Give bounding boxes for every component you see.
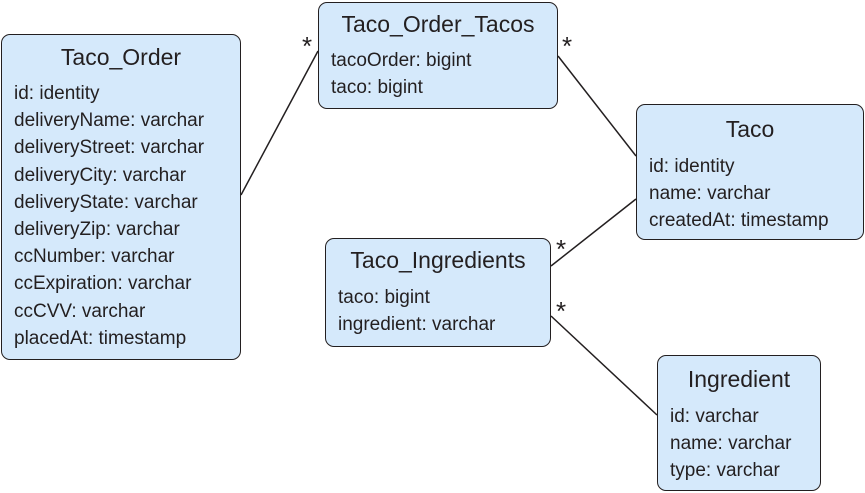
field: ingredient: varchar	[338, 314, 496, 336]
entity-taco-ingredients: Taco_Ingredients taco: bigint ingredient…	[325, 238, 551, 347]
field: deliveryZip: varchar	[14, 219, 180, 241]
field: taco: bigint	[338, 287, 430, 308]
field-list: id: identity deliveryName: varchar deliv…	[14, 80, 240, 352]
relation-line-ingredients-to-ingredient	[550, 315, 658, 416]
field: tacoOrder: bigint	[331, 50, 472, 71]
entity-taco: Taco id: identity name: varchar createdA…	[636, 104, 864, 240]
field: ccNumber: varchar	[14, 246, 175, 268]
field: ccExpiration: varchar	[14, 273, 192, 295]
field: id: varchar	[670, 406, 759, 427]
entity-ingredient: Ingredient id: varchar name: varchar typ…	[657, 355, 821, 491]
field: type: varchar	[670, 460, 780, 482]
field: deliveryState: varchar	[14, 191, 198, 213]
field: placedAt: timestamp	[14, 327, 187, 349]
multiplicity-marker: *	[561, 31, 573, 61]
multiplicity-marker: *	[555, 234, 567, 264]
relation-line-order-tacos-to-taco	[557, 55, 637, 157]
multiplicity-marker: *	[301, 31, 313, 61]
field: deliveryStreet: varchar	[14, 137, 205, 159]
multiplicity-marker: *	[555, 296, 567, 326]
field: id: identity	[649, 156, 735, 177]
field-list: tacoOrder: bigint taco: bigint	[331, 47, 557, 101]
field: deliveryName: varchar	[14, 110, 205, 132]
field: name: varchar	[649, 183, 771, 205]
field-list: id: varchar name: varchar type: varchar	[670, 403, 820, 485]
field: deliveryCity: varchar	[14, 164, 187, 186]
field: name: varchar	[670, 433, 792, 455]
entity-title: Taco_Ingredients	[350, 247, 526, 273]
field: createdAt: timestamp	[649, 210, 829, 232]
field-list: taco: bigint ingredient: varchar	[338, 284, 550, 338]
relation-line-taco-to-ingredients	[550, 198, 637, 267]
relation-line-order-to-order-tacos	[240, 50, 319, 196]
field: taco: bigint	[331, 77, 423, 99]
entity-title: Ingredient	[687, 366, 791, 392]
entity-taco-order-tacos: Taco_Order_Tacos tacoOrder: bigint taco:…	[318, 2, 558, 109]
field: id: identity	[14, 83, 100, 104]
entity-title: Taco_Order_Tacos	[341, 11, 535, 37]
entity-taco-order: Taco_Order id: identity deliveryName: va…	[1, 34, 241, 360]
entity-title: Taco	[725, 116, 775, 142]
field: ccCVV: varchar	[14, 300, 146, 322]
entity-title: Taco_Order	[60, 44, 182, 70]
field-list: id: identity name: varchar createdAt: ti…	[649, 153, 863, 235]
